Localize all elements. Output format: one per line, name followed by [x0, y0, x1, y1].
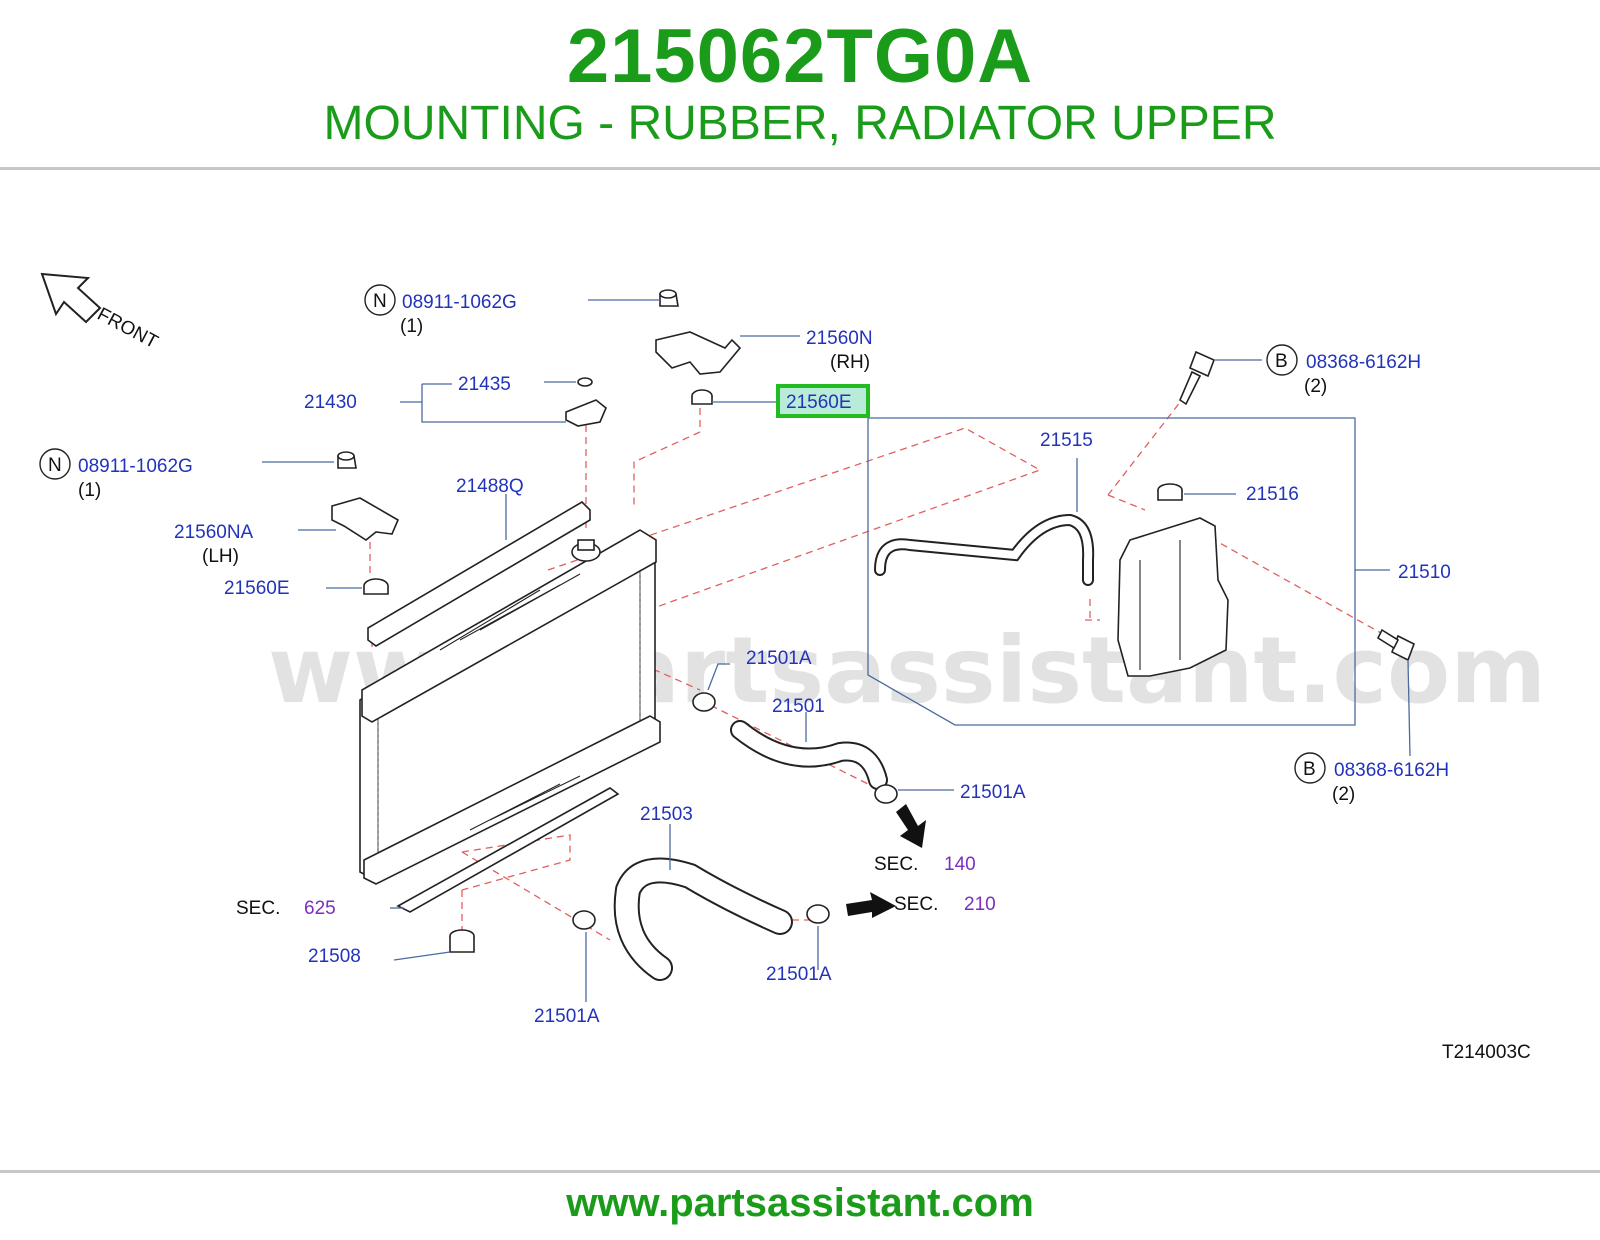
- bolt-top-icon: [1179, 350, 1216, 406]
- label-nut-left-qty: (1): [78, 480, 101, 501]
- label-cap-assy: 21430: [304, 392, 357, 413]
- reservoir-tank-lines: [1139, 540, 1181, 670]
- label-bolt-top-code: 08368-6162H: [1306, 352, 1421, 373]
- label-bracket-rh-side: (RH): [830, 352, 870, 373]
- reservoir-tank-drawing: [1117, 517, 1229, 677]
- sec-140-arrow-icon: [896, 804, 926, 848]
- label-mount-rh: 21560E: [786, 392, 852, 413]
- nut-top-letter: N: [373, 291, 387, 312]
- footer-divider: [0, 1170, 1600, 1173]
- front-label: FRONT: [94, 304, 162, 353]
- part-number-title: 215062TG0A: [566, 14, 1034, 99]
- bolt-top-letter: B: [1275, 351, 1288, 372]
- page-header: 215062TG0A MOUNTING - RUBBER, RADIATOR U…: [0, 0, 1600, 168]
- label-hose-lower: 21503: [640, 804, 693, 825]
- front-arrow-icon: [40, 272, 102, 324]
- leader-lines: [262, 299, 1411, 1002]
- label-mount-lh: 21560E: [224, 578, 290, 599]
- header-divider: [0, 167, 1600, 170]
- label-hose-reservoir: 21515: [1040, 430, 1093, 451]
- radiator-cap-icon: [571, 539, 601, 562]
- label-clamp-a1: 21501A: [746, 648, 812, 669]
- clamp-lower-left-icon: [572, 910, 596, 930]
- bracket-rh-drawing: [655, 331, 742, 375]
- label-bracket-lh-side: (LH): [202, 546, 239, 567]
- nut-top-callout: N 08911-1062G (1): [364, 284, 517, 337]
- nut-top-icon: [659, 289, 679, 307]
- reservoir-hose-fill: [876, 515, 1093, 584]
- label-clamp-a2: 21501A: [960, 782, 1026, 803]
- part-description: MOUNTING - RUBBER, RADIATOR UPPER: [323, 97, 1277, 150]
- cap-seal-icon: [577, 377, 593, 387]
- nut-left-callout: N 08911-1062G (1): [39, 448, 193, 501]
- reservoir-cap-icon: [1157, 483, 1183, 501]
- label-sec-140-word: SEC.: [874, 854, 918, 875]
- clamp-lower-right-icon: [806, 904, 830, 924]
- label-seal-strip: 21488Q: [456, 476, 524, 497]
- drain-plug-icon: [449, 929, 475, 953]
- nut-left-icon: [337, 451, 357, 469]
- label-sec-210-word: SEC.: [894, 894, 938, 915]
- lower-seal-strip-drawing: [396, 787, 620, 913]
- label-bolt-top-qty: (2): [1304, 376, 1327, 397]
- label-bracket-rh: 21560N: [806, 328, 873, 349]
- label-bolt-bottom-code: 08368-6162H: [1334, 760, 1449, 781]
- lower-hose-fill: [615, 859, 791, 979]
- parts-diagram: www.partsassistant.com FRONT: [39, 272, 1546, 1063]
- upper-hose-fill: [732, 722, 886, 788]
- bolt-top-callout: B 08368-6162H (2): [1266, 344, 1421, 397]
- cap-part-drawing: [565, 399, 607, 427]
- label-bracket-lh: 21560NA: [174, 522, 254, 543]
- label-sec-140-num: 140: [944, 854, 976, 875]
- label-nut-top-qty: (1): [400, 316, 423, 337]
- footer-url-link[interactable]: www.partsassistant.com: [566, 1181, 1034, 1225]
- label-drain-plug: 21508: [308, 946, 361, 967]
- label-sec-210-num: 210: [964, 894, 996, 915]
- bolt-bottom-letter: B: [1303, 759, 1316, 780]
- label-reservoir-cap: 21516: [1246, 484, 1299, 505]
- label-reservoir-assy: 21510: [1398, 562, 1451, 583]
- label-hose-upper: 21501: [772, 696, 825, 717]
- mount-rubber-rh-icon: [691, 389, 713, 405]
- label-nut-top-code: 08911-1062G: [402, 292, 517, 313]
- figure-code: T214003C: [1442, 1042, 1531, 1063]
- nut-left-letter: N: [48, 455, 62, 476]
- clamp-upper-right-icon: [874, 784, 898, 804]
- bolt-bottom-callout: B 08368-6162H (2): [1294, 752, 1449, 805]
- label-cap-seal: 21435: [458, 374, 511, 395]
- label-bolt-bottom-qty: (2): [1332, 784, 1355, 805]
- highlight-box: [776, 384, 870, 418]
- label-sec-625-num: 625: [304, 898, 336, 919]
- mount-rubber-lh-icon: [363, 578, 389, 595]
- sec-210-arrow-icon: [846, 892, 896, 918]
- clamp-upper-left-icon: [692, 692, 716, 712]
- bracket-lh-drawing: [331, 497, 400, 541]
- radiator-drawing: [359, 529, 661, 885]
- reservoir-group-outline: [867, 417, 1356, 726]
- label-clamp-a4: 21501A: [766, 964, 832, 985]
- label-sec-625-word: SEC.: [236, 898, 280, 919]
- label-nut-left-code: 08911-1062G: [78, 456, 193, 477]
- seal-strip-drawing: [367, 500, 591, 647]
- label-clamp-a3: 21501A: [534, 1006, 600, 1027]
